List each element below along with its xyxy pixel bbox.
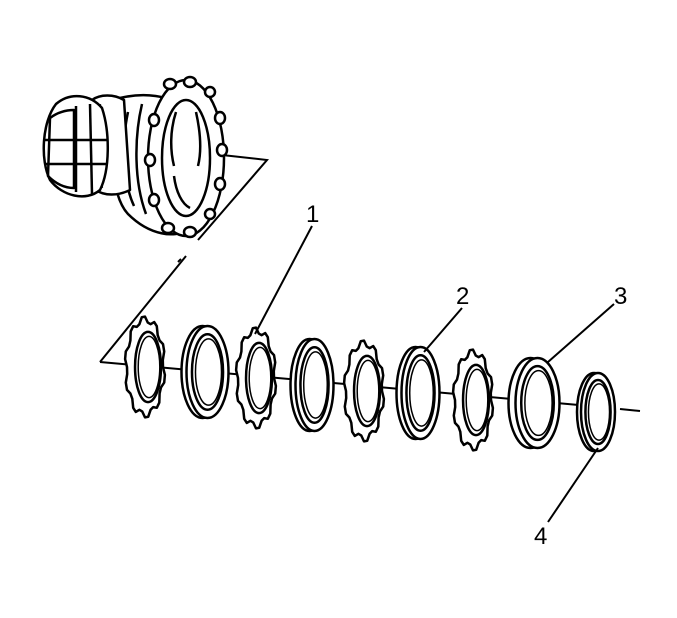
clutch-plate bbox=[342, 339, 386, 443]
clutch-pack bbox=[123, 315, 617, 453]
clutch-plate bbox=[234, 326, 278, 430]
clutch-plate bbox=[123, 315, 167, 419]
clutch-disc bbox=[395, 345, 441, 441]
leader-3 bbox=[547, 303, 615, 363]
projection-lines bbox=[99, 154, 269, 363]
thrust-washer bbox=[575, 371, 617, 453]
callout-4: 4 bbox=[534, 523, 547, 550]
callout-3: 3 bbox=[614, 283, 627, 310]
shim bbox=[507, 356, 561, 450]
leader-2 bbox=[423, 307, 463, 353]
leader-lines bbox=[254, 225, 615, 523]
leader-4 bbox=[547, 447, 599, 523]
clutch-plate bbox=[451, 348, 495, 452]
clutch-disc bbox=[180, 324, 230, 420]
clutch-disc bbox=[289, 337, 335, 433]
callout-1: 1 bbox=[306, 201, 319, 228]
callout-2: 2 bbox=[456, 283, 469, 310]
differential-case bbox=[42, 75, 229, 239]
leader-1 bbox=[254, 225, 313, 335]
